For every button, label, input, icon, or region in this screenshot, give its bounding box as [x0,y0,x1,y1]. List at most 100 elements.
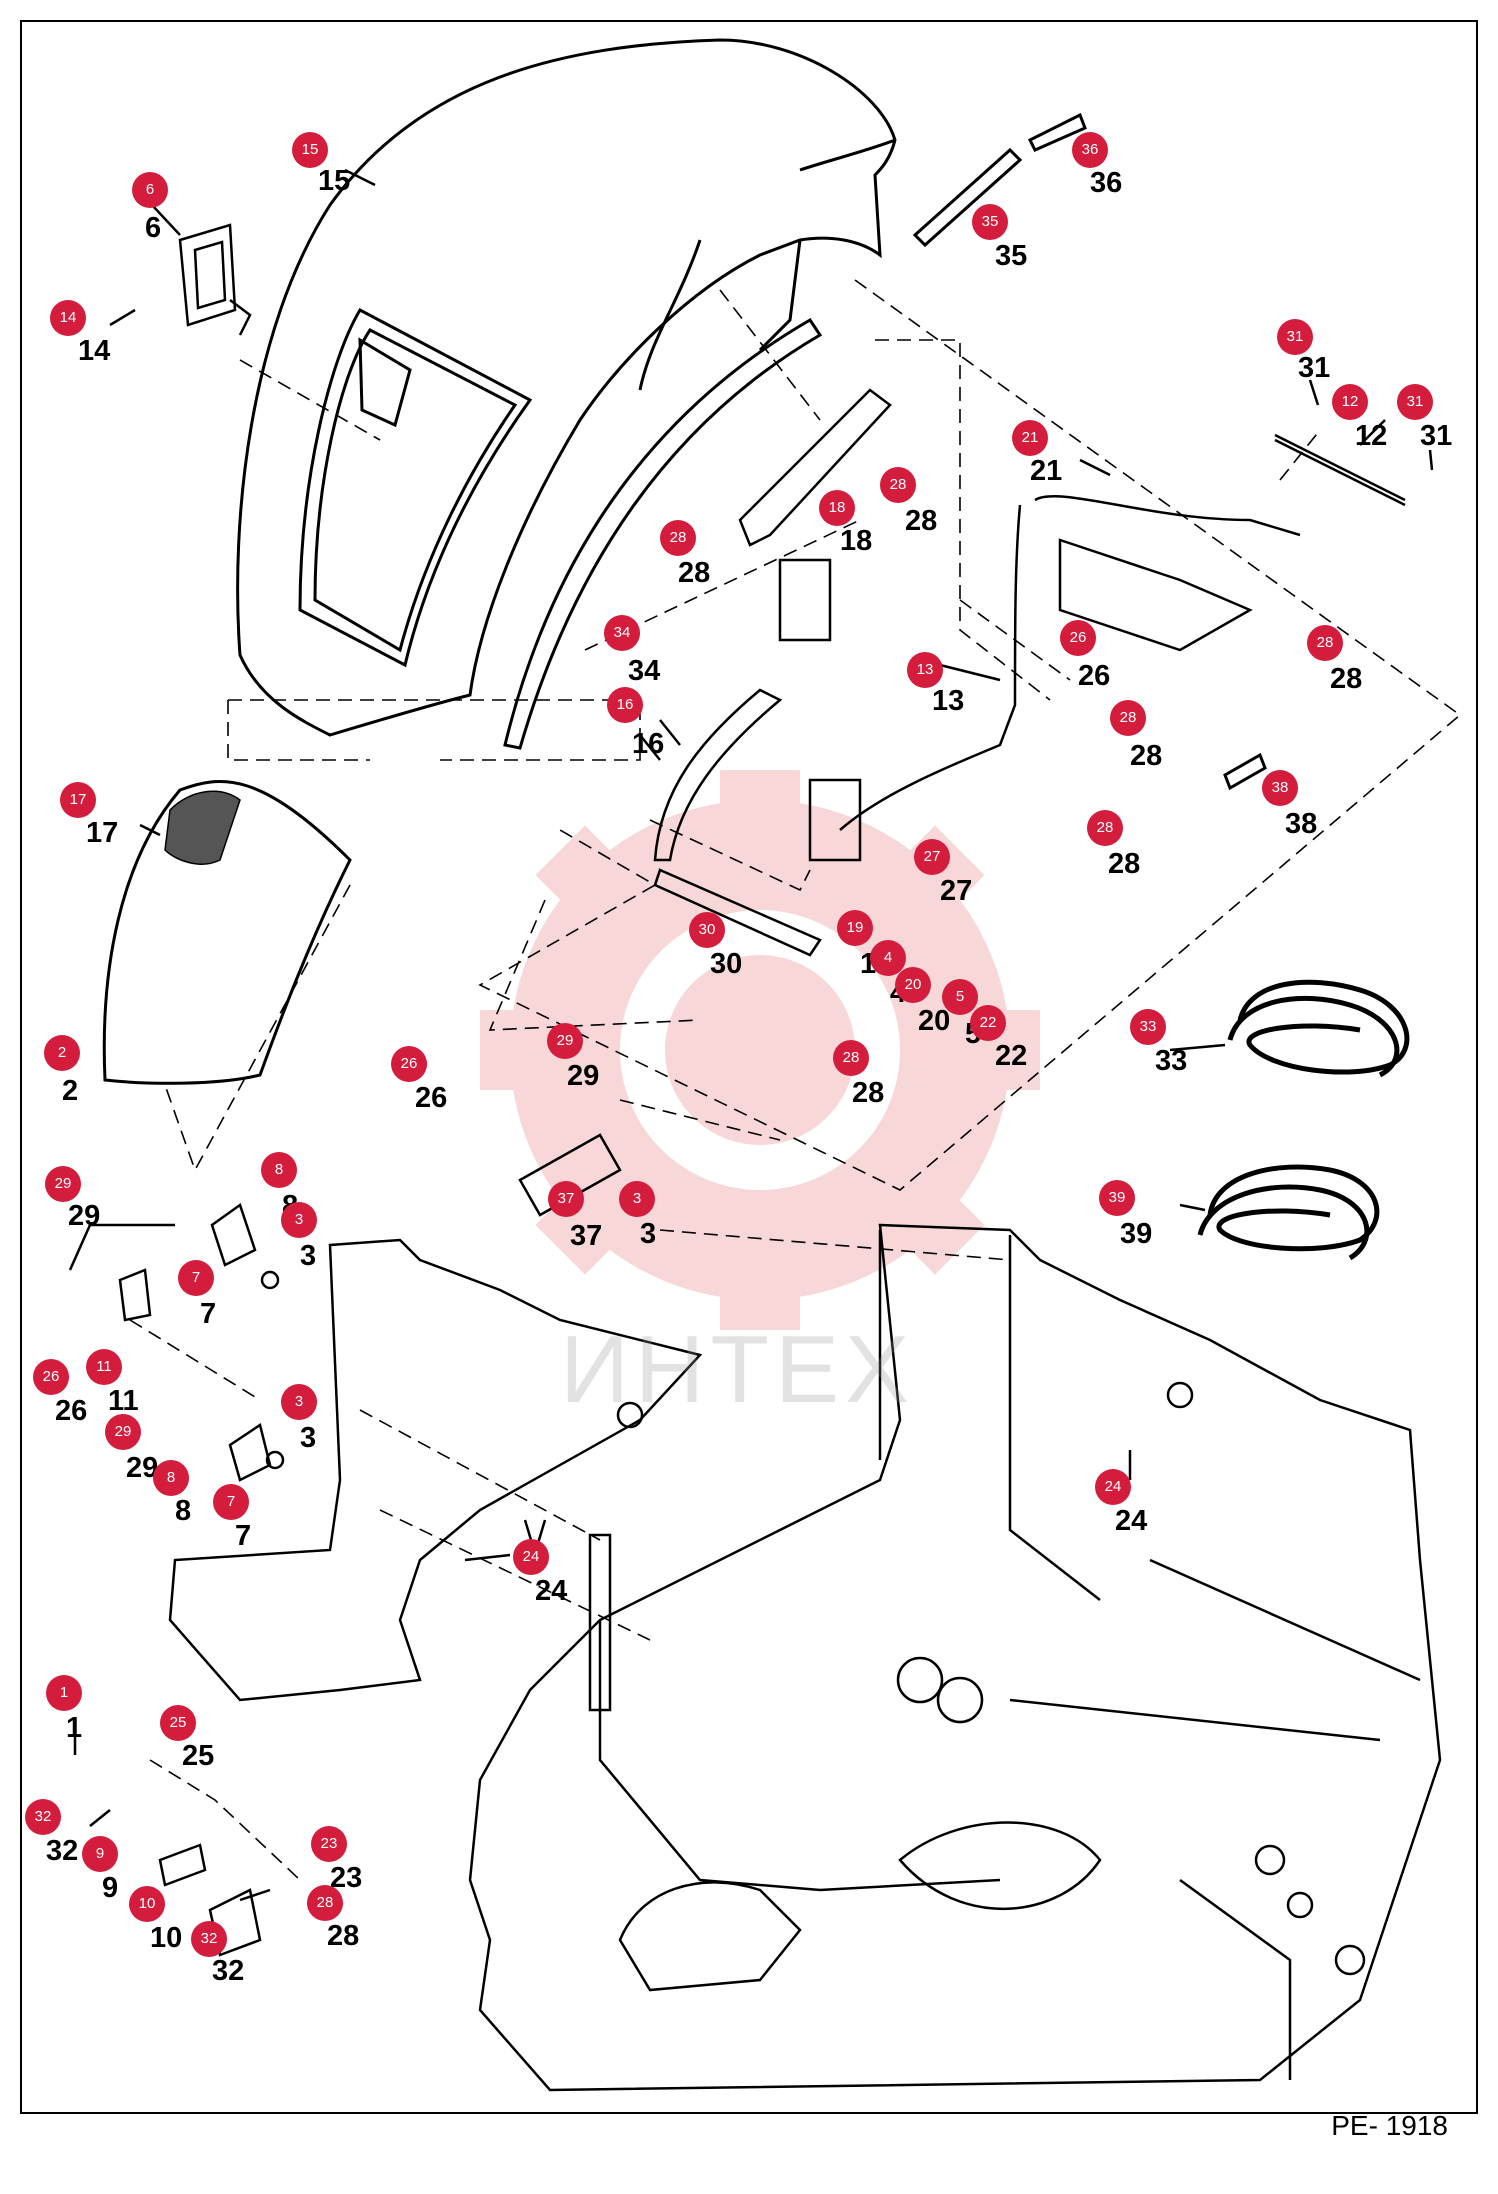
watermark-gear-logo [480,770,1040,1330]
drawing-code: PE- 1918 [1331,2110,1448,2141]
callout-part-28: 28 [833,1040,869,1076]
part-number-label-24: 24 [1115,1505,1148,1537]
callout-part-35: 35 [972,204,1008,240]
part-number-label-20: 20 [918,1005,951,1037]
callout-part-29: 29 [105,1414,141,1450]
callout-part-10: 10 [129,1886,165,1922]
callout-part-8: 8 [261,1152,297,1188]
callout-part-30: 30 [689,912,725,948]
watermark-text: ИНТЕХ [560,1316,916,1423]
part-number-label-9: 9 [102,1872,119,1904]
part-number-label-27: 27 [940,875,973,907]
callout-part-3: 3 [619,1181,655,1217]
part-number-label-7: 7 [235,1520,252,1552]
part-number-label-1: 1 [66,1712,83,1744]
callout-part-12: 12 [1332,384,1368,420]
callout-part-26: 26 [391,1046,427,1082]
part-number-label-2: 2 [62,1075,79,1107]
part-number-label-16: 16 [632,728,665,760]
callout-part-19: 19 [837,910,873,946]
callout-part-32: 32 [25,1799,61,1835]
part-number-label-15: 15 [318,165,351,197]
part-number-label-28: 28 [905,505,938,537]
part-number-label-26: 26 [1078,660,1111,692]
callout-part-9: 9 [82,1836,118,1872]
trim-strips [503,112,1267,791]
callout-part-38: 38 [1262,770,1298,806]
part-number-label-33: 33 [1155,1045,1188,1077]
part-number-label-3: 3 [300,1422,317,1454]
callout-part-28: 28 [307,1885,343,1921]
part-number-label-39: 39 [1120,1218,1153,1250]
callout-part-20: 20 [895,967,931,1003]
callout-part-24: 24 [1095,1469,1131,1505]
callout-part-34: 34 [604,615,640,651]
part-number-label-14: 14 [78,335,111,367]
part-number-label-32: 32 [46,1835,79,1867]
side-door-panel [102,779,352,1085]
drawing-frame [20,20,1478,2114]
part-number-label-21: 21 [1030,455,1063,487]
part-number-label-28: 28 [1330,663,1363,695]
part-number-label-36: 36 [1090,167,1123,199]
callout-part-3: 3 [281,1202,317,1238]
callout-part-5: 5 [942,979,978,1015]
part-number-label-10: 10 [150,1922,183,1954]
part-number-label-29: 29 [126,1452,159,1484]
callout-part-1: 1 [46,1675,82,1711]
callout-part-37: 37 [548,1181,584,1217]
callout-part-39: 39 [1099,1180,1135,1216]
part-number-label-3: 3 [640,1218,657,1250]
callout-part-27: 27 [914,839,950,875]
part-number-label-28: 28 [1108,848,1141,880]
callout-part-23: 23 [311,1826,347,1862]
callout-part-17: 17 [60,782,96,818]
callout-part-14: 14 [50,300,86,336]
part-number-label-38: 38 [1285,808,1318,840]
part-number-label-35: 35 [995,240,1028,272]
part-number-label-37: 37 [570,1220,603,1252]
part-number-label-29: 29 [68,1200,101,1232]
callout-part-13: 13 [907,652,943,688]
callout-part-28: 28 [1110,700,1146,736]
part-number-label-28: 28 [1130,740,1163,772]
part-number-label-3: 3 [300,1240,317,1272]
callout-part-33: 33 [1130,1009,1166,1045]
part-number-label-34: 34 [628,655,661,687]
part-number-label-26: 26 [55,1395,88,1427]
callout-part-18: 18 [819,490,855,526]
latch-assembly [178,223,252,336]
part-number-label-13: 13 [932,685,965,717]
callout-part-6: 6 [132,172,168,208]
part-number-label-28: 28 [678,557,711,589]
brackets-and-rods [653,388,1406,957]
callout-part-16: 16 [607,687,643,723]
part-number-label-26: 26 [415,1082,448,1114]
callout-part-3: 3 [281,1384,317,1420]
part-number-label-8: 8 [175,1495,192,1527]
part-number-label-31: 31 [1420,420,1453,452]
callout-part-36: 36 [1072,132,1108,168]
part-number-label-6: 6 [145,212,162,244]
callout-part-26: 26 [33,1359,69,1395]
part-number-label-12: 12 [1355,420,1388,452]
callout-part-26: 26 [1060,620,1096,656]
callout-part-28: 28 [1087,810,1123,846]
callout-part-28: 28 [660,520,696,556]
part-number-label-32: 32 [212,1955,245,1987]
callout-part-32: 32 [191,1921,227,1957]
part-number-label-24: 24 [535,1575,568,1607]
callout-part-28: 28 [1307,625,1343,661]
part-number-label-30: 30 [710,948,743,980]
callout-part-29: 29 [45,1166,81,1202]
machine-frame [168,1223,1442,2092]
part-number-label-11: 11 [108,1385,139,1417]
cab-canopy [236,38,897,737]
callout-part-7: 7 [213,1484,249,1520]
callout-part-28: 28 [880,467,916,503]
part-number-label-18: 18 [840,525,873,557]
part-number-label-22: 22 [995,1040,1028,1072]
callout-part-29: 29 [547,1023,583,1059]
callout-part-2: 2 [44,1035,80,1071]
